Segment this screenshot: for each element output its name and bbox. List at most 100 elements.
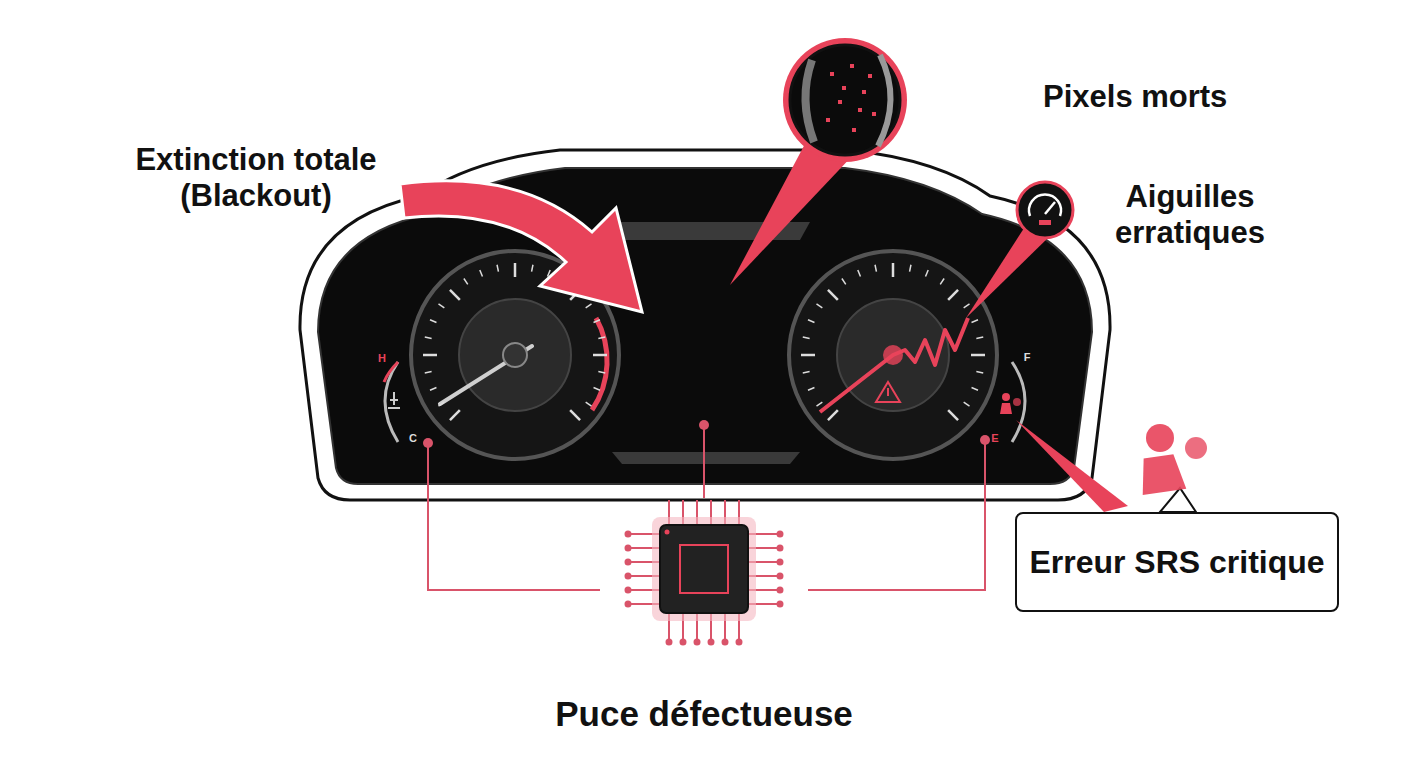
dead-pixel <box>838 100 842 104</box>
gauge-tick <box>803 372 810 373</box>
gauge-tick <box>875 265 876 272</box>
chip-pin-end <box>778 532 783 537</box>
chip-body <box>660 525 748 613</box>
gauge-tick <box>598 337 605 338</box>
gauge-mark: C <box>409 432 417 445</box>
gauge-tick <box>948 290 958 300</box>
dead-pixel <box>872 112 876 116</box>
gauge-tick <box>976 337 983 338</box>
wire-dot <box>980 435 990 445</box>
erratic-needle <box>820 318 968 412</box>
gauge-mark: E <box>991 432 998 445</box>
gauge-tick <box>858 270 861 276</box>
fuel-gauge <box>1012 362 1025 442</box>
chip-pin-end <box>667 640 672 645</box>
dead-pixel <box>842 86 846 90</box>
needle-icon <box>1017 182 1073 238</box>
callout-label: Pixels morts <box>1043 79 1227 115</box>
chip-pin-end <box>626 546 631 551</box>
magnifier-edge <box>805 60 814 142</box>
chip-pin-end <box>709 640 714 645</box>
gauge-tick <box>808 320 814 323</box>
bottom-bar <box>612 452 800 464</box>
gauge-tick <box>828 290 838 300</box>
gauge-tick <box>425 337 432 338</box>
gauge-tick <box>430 320 436 323</box>
gauge-tick <box>450 410 460 420</box>
warning-mark <box>887 388 889 396</box>
chip-pin-end <box>778 602 783 607</box>
gauge-tick <box>972 388 978 391</box>
dead-pixel <box>850 64 854 68</box>
pixels-pointer <box>730 142 856 285</box>
gauge-tick <box>430 388 436 391</box>
gauge-tick <box>423 354 437 357</box>
right-needle-cap <box>883 345 903 365</box>
needle-icon-dial <box>1029 194 1061 216</box>
chip-pin-end <box>626 560 631 565</box>
chip-pin-end <box>626 532 631 537</box>
gauge-tick <box>594 388 600 391</box>
gauge-tick <box>593 354 607 357</box>
magnifier <box>783 38 907 162</box>
blackout-arrow <box>400 181 642 312</box>
gauge-tick <box>976 372 983 373</box>
gauge-tick <box>425 372 432 373</box>
gauge-tick <box>817 304 823 308</box>
magnifier-lens <box>790 45 900 155</box>
gauge-tick <box>586 304 592 308</box>
left-needle-cap <box>503 343 527 367</box>
gauge-tick <box>842 279 846 285</box>
chip-pin-end <box>778 546 783 551</box>
gauge-tick <box>910 265 911 272</box>
node-text: Puce défectueuse <box>555 694 853 734</box>
gauge-tick <box>948 410 958 420</box>
wire-dot <box>423 438 433 448</box>
gauge-tick <box>972 320 978 323</box>
chip-glow <box>652 517 756 621</box>
dead-pixel <box>862 90 866 94</box>
gauge-tick <box>892 263 895 277</box>
wire-dot <box>699 420 709 430</box>
gauge-mark: F <box>1024 351 1031 364</box>
temp-gauge <box>385 362 398 442</box>
gauge-tick <box>808 388 814 391</box>
gauge-tick <box>586 402 592 406</box>
gauge-tick <box>803 337 810 338</box>
gauge-tick <box>801 354 815 357</box>
chip-dot <box>665 530 670 535</box>
chip-node: Puce défectueuse <box>480 684 928 744</box>
needle-icon-base <box>1039 220 1051 225</box>
gauge-tick <box>598 372 605 373</box>
srs-box: Erreur SRS critique <box>1015 512 1338 612</box>
magnifier-rim <box>878 55 891 146</box>
chip-pin-end <box>681 640 686 645</box>
gauge-tick <box>450 290 460 300</box>
gauge-tick <box>964 304 970 308</box>
gauge-tick <box>570 410 580 420</box>
left-gauge-hub <box>459 299 571 411</box>
needle-icon-needle <box>1045 202 1055 214</box>
right-gauge <box>789 251 997 459</box>
chip-pin-end <box>778 574 783 579</box>
warning-triangle <box>876 382 900 402</box>
wire-up <box>703 425 705 498</box>
gauge-tick <box>464 279 468 285</box>
cluster-housing <box>300 150 1110 500</box>
left-red-arc <box>592 318 607 410</box>
chip-pin-end <box>778 560 783 565</box>
chip-pin-end <box>778 588 783 593</box>
chip-pin-end <box>626 602 631 607</box>
srs-pointer <box>1016 420 1128 512</box>
chip-pin-end <box>626 588 631 593</box>
gauge-tick <box>971 354 985 357</box>
gauge-tick <box>940 279 944 285</box>
gauge-tick <box>594 320 600 323</box>
callout-label: Extinction totale (Blackout) <box>106 142 406 213</box>
dead-pixel <box>858 108 862 112</box>
chip-core <box>680 545 728 593</box>
gauge-tick <box>480 270 483 276</box>
chip-pin-end <box>695 640 700 645</box>
dead-pixel <box>852 128 856 132</box>
callout-label: Aiguilles erratiques <box>1090 179 1290 250</box>
